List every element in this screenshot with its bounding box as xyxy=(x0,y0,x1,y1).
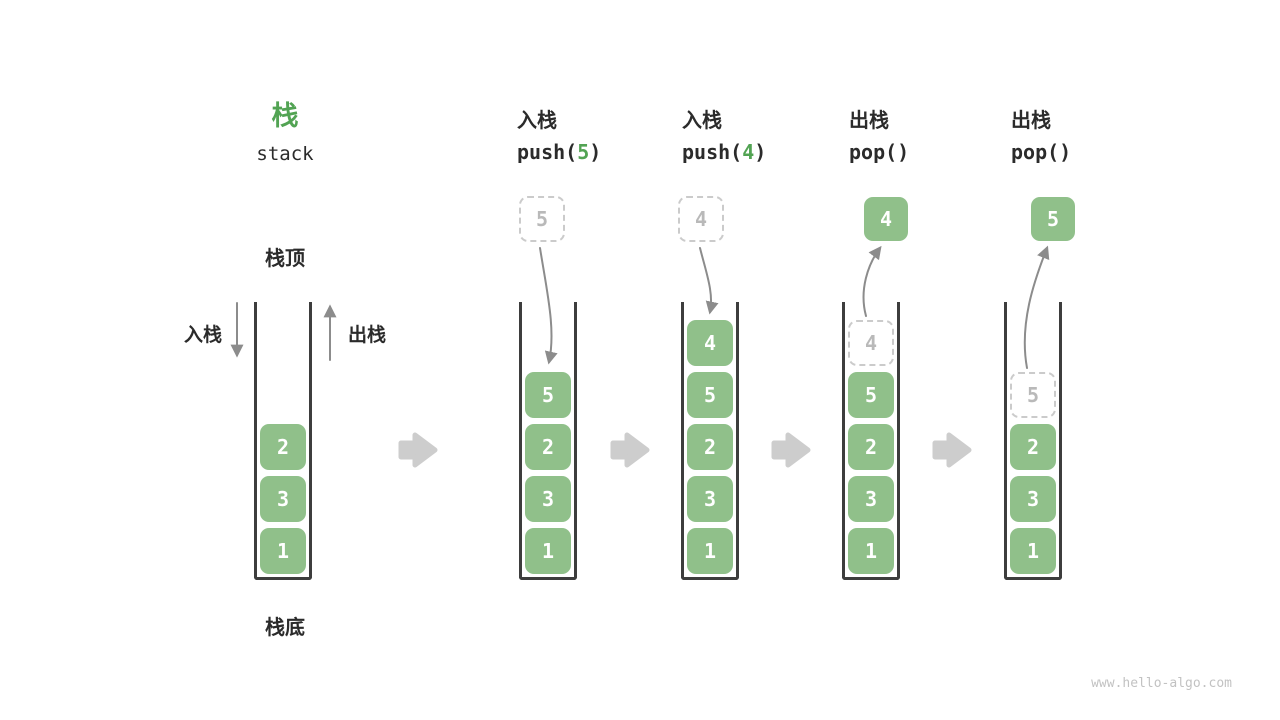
diagram-title-zh: 栈 xyxy=(271,101,299,132)
op-code-arg: 5 xyxy=(577,140,590,164)
stack-cell: 2 xyxy=(525,424,571,470)
op-code-text: pop() xyxy=(849,140,910,164)
stack-cell: 3 xyxy=(525,476,571,522)
op-label: 出栈 xyxy=(849,108,889,132)
ghost-cell: 4 xyxy=(848,320,894,366)
op-code-pre: push( xyxy=(682,140,743,164)
stack-container xyxy=(842,302,900,580)
stack-cell: 2 xyxy=(1010,424,1056,470)
push-label: 入栈 xyxy=(183,324,222,346)
stack-cell: 2 xyxy=(848,424,894,470)
op-code-arg: 4 xyxy=(742,140,755,164)
stack-cell: 1 xyxy=(687,528,733,574)
stack-cell: 3 xyxy=(1010,476,1056,522)
stack-container xyxy=(519,302,577,580)
pending-value-box: 5 xyxy=(519,196,565,242)
op-label: 入栈 xyxy=(682,108,722,132)
pop-label: 出栈 xyxy=(348,324,387,346)
stack-cell: 5 xyxy=(848,372,894,418)
stack-cell: 4 xyxy=(687,320,733,366)
watermark: www.hello-algo.com xyxy=(1091,676,1232,691)
stack-cell: 1 xyxy=(1010,528,1056,574)
op-label: 出栈 xyxy=(1011,108,1051,132)
stack-cell: 2 xyxy=(260,424,306,470)
stack-cell: 2 xyxy=(687,424,733,470)
op-code-text: pop() xyxy=(1011,140,1072,164)
op-code: push(4) xyxy=(682,140,862,164)
stack-top-label: 栈顶 xyxy=(265,246,305,270)
popped-value-box: 5 xyxy=(1031,197,1075,241)
op-code-post: ) xyxy=(754,140,767,164)
step-arrow-icon xyxy=(771,432,811,468)
step-arrow-icon xyxy=(932,432,972,468)
stack-cell: 1 xyxy=(260,528,306,574)
stack-container xyxy=(254,302,312,580)
stack-cell: 3 xyxy=(848,476,894,522)
stack-cell: 5 xyxy=(687,372,733,418)
op-code: pop() xyxy=(849,140,1029,164)
ghost-cell: 5 xyxy=(1010,372,1056,418)
stack-cell: 3 xyxy=(260,476,306,522)
stack-cell: 1 xyxy=(525,528,571,574)
diagram-title-en: stack xyxy=(256,143,314,165)
pending-value-box: 4 xyxy=(678,196,724,242)
op-code: pop() xyxy=(1011,140,1191,164)
stack-bottom-label: 栈底 xyxy=(265,615,305,639)
op-code-pre: push( xyxy=(517,140,578,164)
op-code-post: ) xyxy=(589,140,602,164)
op-code: push(5) xyxy=(517,140,697,164)
stack-cell: 5 xyxy=(525,372,571,418)
step-arrow-icon xyxy=(398,432,438,468)
stack-container xyxy=(681,302,739,580)
stack-cell: 1 xyxy=(848,528,894,574)
stack-cell: 3 xyxy=(687,476,733,522)
op-label: 入栈 xyxy=(517,108,557,132)
popped-value-box: 4 xyxy=(864,197,908,241)
stack-container xyxy=(1004,302,1062,580)
step-arrow-icon xyxy=(610,432,650,468)
